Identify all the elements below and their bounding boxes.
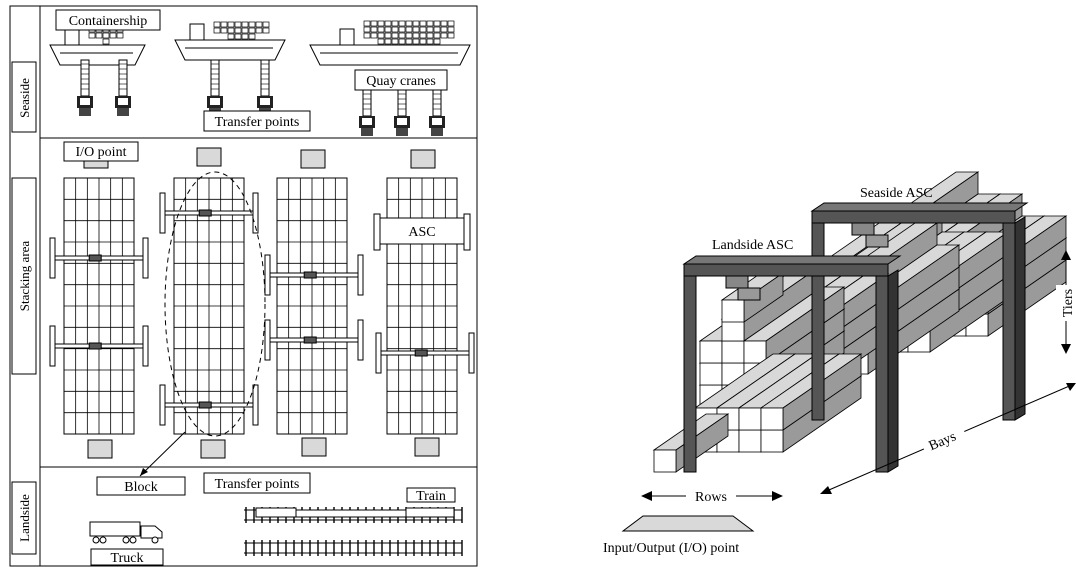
stacking-zone-label: Stacking area [17,241,32,312]
seaside-zone-box [11,61,37,133]
train-label-box [406,487,456,503]
container-box [720,272,785,323]
quay-cranes-label-box [354,69,448,91]
quay-crane-icon [77,59,93,116]
io-square [410,149,436,169]
io-square [196,147,222,167]
terminal-layout: Seaside Stacking area Landside Container… [9,5,478,567]
transfer-points-sea-label: Transfer points [215,115,300,130]
asc-cranes-topview [49,192,475,426]
asc-topview-icon [159,192,259,234]
io-square [87,439,113,459]
railway-track [244,540,463,556]
truck-label-box [90,548,164,566]
seaside-asc-gantry [810,202,1029,421]
block-label-box [96,476,186,496]
io-point-label-box [63,141,139,162]
seaside-asc-label: Seaside ASC [860,186,933,201]
io-pad [621,515,755,532]
tiers-arrow [1056,250,1076,354]
landside-asc-label: Landside ASC [712,238,793,253]
train-label: Train [416,489,446,504]
train-icon [255,507,455,518]
rows-label: Rows [695,490,727,505]
truck-icon [89,521,163,544]
asc-topview-icon [264,254,364,296]
asc-topview-icon [159,384,259,426]
railway-tracks [244,507,463,556]
asc-topview-icon [375,332,475,374]
asc-block-3d: Seaside ASC Landside ASC Tiers Bays Rows [603,171,1076,556]
containership-icon [174,21,286,61]
io-square [301,437,327,457]
stack-block [386,177,458,435]
transfer-points-land-label: Transfer points [215,477,300,492]
containership-label-box [55,9,161,31]
block-pointer-line [139,431,186,477]
landside-zone-box [11,481,37,555]
quay-cranes-label: Quay cranes [366,74,436,89]
stack-block [173,177,245,435]
io-squares [83,147,440,459]
landside-asc-gantry [682,255,902,473]
io-square [200,439,226,459]
asc-topview-icon [49,237,149,279]
io-square [300,149,326,169]
highlight-ellipse [164,171,266,437]
transfer-points-land-box [203,472,311,494]
block-label: Block [124,480,157,495]
quay-crane-icon [115,59,131,116]
landside-zone-label: Landside [17,494,32,542]
io-point-3d-label: Input/Output (I/O) point [603,541,739,556]
asc-topview-icon [264,319,364,361]
bays-label: Bays [927,429,959,454]
containership-icon [309,20,471,66]
asc-gantries [682,202,1029,473]
rows-arrow [641,488,783,504]
stacking-zone-box [11,177,37,375]
quay-crane-icon [429,79,445,136]
io-point-label: I/O point [76,145,127,160]
tiers-label: Tiers [1061,289,1076,317]
truck-label: Truck [111,551,144,566]
seaside-zone-label: Seaside [17,78,32,118]
asc-label: ASC [408,225,435,240]
stack-block [276,177,348,435]
bays-arrow [820,383,1076,494]
stack-block [63,177,135,435]
asc-topview-icon [49,325,149,367]
io-square [414,437,440,457]
containership-label: Containership [69,14,148,29]
asc-label-box [379,217,465,245]
transfer-points-sea-box [203,110,311,132]
